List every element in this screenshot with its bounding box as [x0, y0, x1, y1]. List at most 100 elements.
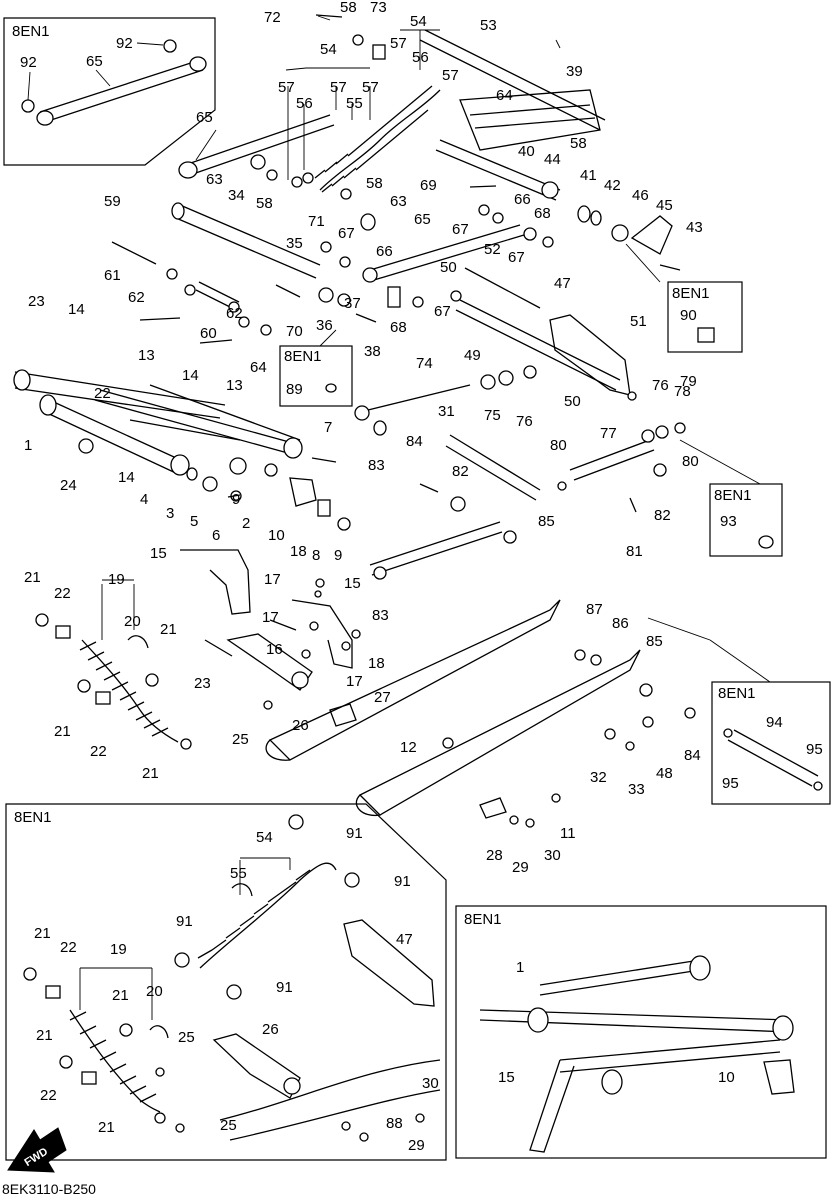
part-number: 95: [722, 775, 739, 792]
part-number: 74: [416, 355, 433, 372]
part-number: 50: [564, 393, 581, 410]
part-number: 84: [406, 433, 423, 450]
part-number: 34: [228, 187, 245, 204]
inset-box-bottom-left: 8EN1 FWD: [5, 803, 447, 1173]
inset-label: 8EN1: [12, 23, 50, 40]
part-number: 63: [390, 193, 407, 210]
part-number: 21: [34, 925, 51, 942]
part-number: 62: [128, 289, 145, 306]
part-number: 57: [330, 79, 347, 96]
inset-label: 8EN1: [714, 487, 752, 504]
part-number: 18: [368, 655, 385, 672]
leader-lines: [79, 15, 771, 1020]
part-number: 16: [266, 641, 283, 658]
part-number: 56: [412, 49, 429, 66]
part-number: 65: [414, 211, 431, 228]
part-number: 14: [182, 367, 199, 384]
part-number: 70: [286, 323, 303, 340]
part-number: 9: [334, 547, 342, 564]
part-number: 80: [550, 437, 567, 454]
part-number: 47: [554, 275, 571, 292]
part-number: 43: [686, 219, 703, 236]
part-number: 88: [386, 1115, 403, 1132]
part-number: 53: [480, 17, 497, 34]
part-number: 12: [400, 739, 417, 756]
part-number: 30: [422, 1075, 439, 1092]
inset-label: 8EN1: [464, 911, 502, 928]
part-number: 80: [682, 453, 699, 470]
part-number: 91: [346, 825, 363, 842]
shock-absorber-upper: [314, 85, 441, 193]
part-number: 84: [684, 747, 701, 764]
part-number: 69: [420, 177, 437, 194]
inset-box-top-left: 8EN1 92 92 65: [3, 17, 216, 166]
part-number: 54: [256, 829, 273, 846]
part-number: 27: [374, 689, 391, 706]
part-number: 55: [346, 95, 363, 112]
part-number: 8: [312, 547, 320, 564]
part-number: 1: [516, 959, 524, 976]
part-number: 21: [160, 621, 177, 638]
part-number: 17: [262, 609, 279, 626]
part-number: 33: [628, 781, 645, 798]
rear-frame-assembly: [13, 369, 303, 476]
part-number: 82: [452, 463, 469, 480]
part-number: 14: [68, 301, 85, 318]
part-number: 5: [190, 513, 198, 530]
part-number: 15: [344, 575, 361, 592]
part-number: 92: [116, 35, 133, 52]
part-number: 28: [486, 847, 503, 864]
part-number: 57: [278, 79, 295, 96]
inset-box-93: 8EN1: [709, 483, 783, 557]
part-number: 65: [196, 109, 213, 126]
part-number: 3: [166, 505, 174, 522]
inset-label: 8EN1: [284, 348, 322, 365]
part-number: 40: [518, 143, 535, 160]
inset-label: 8EN1: [14, 809, 52, 826]
part-number: 54: [320, 41, 337, 58]
part-number: 21: [98, 1119, 115, 1136]
part-number: 50: [440, 259, 457, 276]
part-number: 58: [340, 0, 357, 16]
part-number: 42: [604, 177, 621, 194]
part-number: 23: [194, 675, 211, 692]
part-number: 90: [680, 307, 697, 324]
part-number: 66: [514, 191, 531, 208]
part-number: 15: [498, 1069, 515, 1086]
part-number: 79: [680, 373, 697, 390]
part-number: 6: [212, 527, 220, 544]
part-number: 45: [656, 197, 673, 214]
part-number: 29: [512, 859, 529, 876]
part-number: 9: [232, 491, 240, 508]
part-number: 77: [600, 425, 617, 442]
part-number: 19: [110, 941, 127, 958]
part-number: 48: [656, 765, 673, 782]
slide-rail: [265, 599, 696, 828]
part-number: 49: [464, 347, 481, 364]
part-number: 91: [276, 979, 293, 996]
part-number: 83: [368, 457, 385, 474]
inset-box-89: 8EN1: [279, 345, 353, 407]
part-number: 13: [226, 377, 243, 394]
part-number: 64: [250, 359, 267, 376]
part-number: 17: [264, 571, 281, 588]
part-number: 22: [40, 1087, 57, 1104]
inset-box-94: 8EN1: [711, 681, 831, 805]
part-number: 10: [268, 527, 285, 544]
part-number: 58: [570, 135, 587, 152]
part-number: 68: [534, 205, 551, 222]
part-number: 86: [612, 615, 629, 632]
part-number: 31: [438, 403, 455, 420]
part-number: 21: [24, 569, 41, 586]
part-number: 72: [264, 9, 281, 26]
part-number: 44: [544, 151, 561, 168]
part-number: 76: [652, 377, 669, 394]
part-number: 87: [586, 601, 603, 618]
part-number: 92: [20, 54, 37, 71]
part-number: 65: [86, 53, 103, 70]
part-number: 78: [674, 383, 691, 400]
part-number: 22: [60, 939, 77, 956]
part-number: 25: [220, 1117, 237, 1134]
part-number: 56: [296, 95, 313, 112]
part-number: 4: [140, 491, 148, 508]
